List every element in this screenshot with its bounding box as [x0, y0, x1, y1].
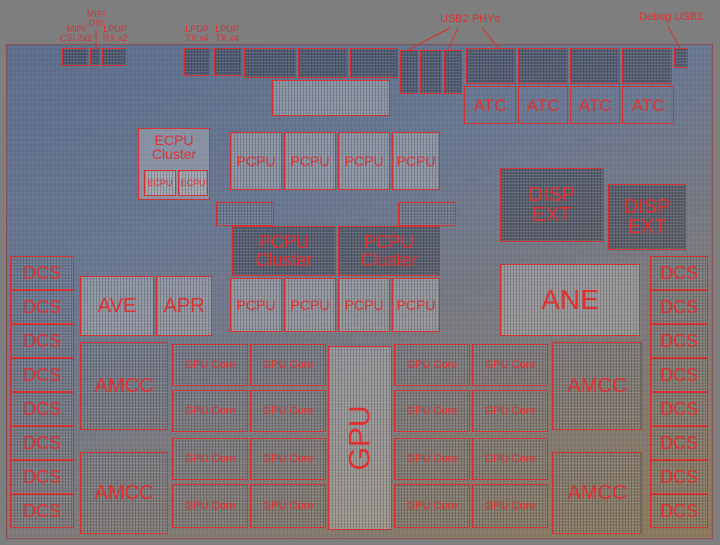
gpu-core-r1: GPU Core: [394, 344, 470, 386]
dcs-right-2: DCS: [650, 290, 708, 324]
ecpu-core-1: ECPU: [144, 170, 176, 196]
dcs-left-1: DCS: [10, 256, 74, 290]
atc-pad-3: [570, 48, 620, 84]
callout-lpdp-rx: LPDP RX x2: [102, 24, 128, 43]
callout-mipi-csi: MIPI CSI 2x2: [59, 24, 92, 43]
atc-block-1: ATC: [464, 86, 516, 124]
lpdp-rx-pad: [102, 48, 126, 66]
io-block-3: [350, 48, 398, 78]
ave-block: AVE: [80, 276, 154, 336]
gpu-core-r5: GPU Core: [394, 438, 470, 480]
dcs-right-5: DCS: [650, 392, 708, 426]
pcpu-core-b4: PCPU: [392, 278, 440, 332]
dcs-left-2: DCS: [10, 290, 74, 324]
gpu-core-r8: GPU Core: [472, 484, 548, 528]
usb2-phy-block-1: [400, 50, 418, 94]
gpu-core-l6: GPU Core: [250, 438, 326, 480]
pcpu-l2-small-left: [216, 202, 274, 226]
dcs-left-3: DCS: [10, 324, 74, 358]
gpu-core-r6: GPU Core: [472, 438, 548, 480]
dcs-left-7: DCS: [10, 460, 74, 494]
atc-pad-2: [518, 48, 568, 84]
misc-block-top: [272, 80, 390, 116]
pcpu-core-b2: PCPU: [284, 278, 336, 332]
gpu-core-r4: GPU Core: [472, 390, 548, 432]
pcpu-cluster-left: PCPU Cluster: [232, 226, 336, 276]
mipi-csi-pad: [62, 48, 88, 66]
debug-usb2-pad: [674, 48, 688, 68]
amcc-right-top: AMCC: [552, 342, 642, 430]
atc-pad-1: [466, 48, 516, 84]
callout-lpdp-tx-a: LPDP TX x4: [185, 24, 209, 43]
gpu-core-l8: GPU Core: [250, 484, 326, 528]
pcpu-core-b3: PCPU: [338, 278, 390, 332]
gpu-block: GPU: [328, 346, 392, 530]
gpu-core-l7: GPU Core: [172, 484, 248, 528]
ecpu-cluster: ECPU Cluster: [138, 128, 210, 200]
gpu-core-r7: GPU Core: [394, 484, 470, 528]
io-block-1: [244, 48, 296, 78]
amcc-left-top: AMCC: [80, 342, 168, 430]
dcs-left-4: DCS: [10, 358, 74, 392]
dcs-right-1: DCS: [650, 256, 708, 290]
ane-block: ANE: [500, 264, 640, 336]
pcpu-l2-small-right: [398, 202, 456, 226]
atc-block-2: ATC: [518, 86, 568, 124]
io-block-2: [298, 48, 348, 78]
gpu-core-l2: GPU Core: [250, 344, 326, 386]
dcs-right-6: DCS: [650, 426, 708, 460]
gpu-core-r3: GPU Core: [394, 390, 470, 432]
dcs-left-6: DCS: [10, 426, 74, 460]
callout-usb2-phys: USB2 PHYs: [440, 13, 500, 25]
pcpu-core-t3: PCPU: [338, 132, 390, 190]
gpu-core-l4: GPU Core: [250, 390, 326, 432]
gpu-core-l3: GPU Core: [172, 390, 248, 432]
lpdp-tx-pad-b: [214, 48, 242, 76]
atc-block-4: ATC: [622, 86, 674, 124]
atc-pad-4: [622, 48, 672, 84]
apr-block: APR: [156, 276, 212, 336]
pcpu-core-b1: PCPU: [230, 278, 282, 332]
gpu-core-l1: GPU Core: [172, 344, 248, 386]
dcs-right-4: DCS: [650, 358, 708, 392]
pcpu-cluster-right: PCPU Cluster: [338, 226, 440, 276]
dcs-right-3: DCS: [650, 324, 708, 358]
usb2-phy-block-2: [420, 50, 442, 94]
disp-ext-1: DISP EXT: [500, 168, 604, 242]
callout-lpdp-tx-b: LPDP TX x4: [215, 24, 239, 43]
chip-die: [6, 44, 713, 539]
ecpu-core-2: ECPU: [178, 170, 208, 196]
gpu-label: GPU: [343, 405, 377, 471]
pcpu-core-t1: PCPU: [230, 132, 282, 190]
amcc-left-bottom: AMCC: [80, 452, 168, 534]
dcs-right-7: DCS: [650, 460, 708, 494]
mipi-dsi-pad: [90, 48, 100, 66]
atc-block-3: ATC: [570, 86, 620, 124]
pcpu-core-t4: PCPU: [392, 132, 440, 190]
callout-debug-usb2: Debug USB2: [638, 11, 704, 23]
gpu-core-r2: GPU Core: [472, 344, 548, 386]
dcs-right-8: DCS: [650, 494, 708, 528]
usb2-phy-block-3: [444, 50, 462, 94]
amcc-right-bottom: AMCC: [552, 452, 642, 534]
disp-ext-2: DISP EXT: [608, 184, 686, 250]
dcs-left-8: DCS: [10, 494, 74, 528]
callout-mipi-dsi: MIPI DSI: [86, 9, 106, 28]
pcpu-core-t2: PCPU: [284, 132, 336, 190]
lpdp-tx-pad-a: [184, 48, 210, 76]
dcs-left-5: DCS: [10, 392, 74, 426]
gpu-core-l5: GPU Core: [172, 438, 248, 480]
